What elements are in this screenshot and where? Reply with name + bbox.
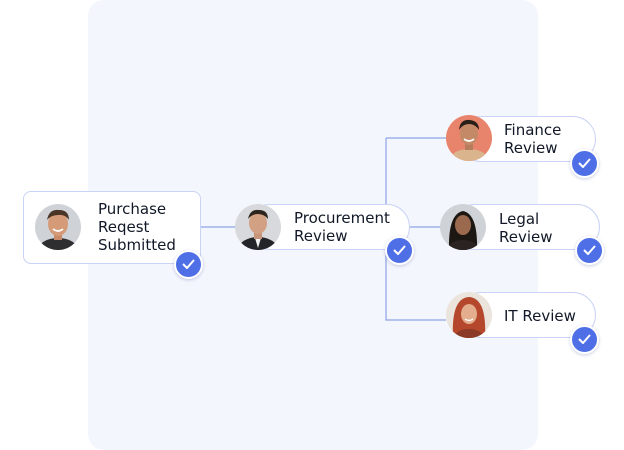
it-check-icon (570, 325, 599, 354)
purchase-requester-avatar (35, 204, 81, 250)
legal-review-label: Legal Review (499, 210, 553, 246)
purchase-request-label: Purchase Reqest Submitted (98, 200, 176, 254)
purchase-label-line-1: Purchase (98, 200, 167, 218)
procurement-label-line-1: Procurement (294, 209, 390, 227)
it-review-label: IT Review (504, 307, 576, 325)
it-label-line-1: IT Review (504, 307, 576, 325)
legal-label-line-2: Review (499, 228, 553, 246)
finance-review-label: Finance Review (504, 121, 561, 157)
connector-procurement-branch (385, 137, 446, 321)
finance-label-line-2: Review (504, 139, 558, 157)
purchase-request-node[interactable] (23, 191, 201, 264)
legal-check-icon (575, 236, 604, 265)
finance-reviewer-avatar (446, 115, 492, 161)
purchase-check-icon (174, 250, 203, 279)
finance-label-line-1: Finance (504, 121, 562, 139)
purchase-label-line-2: Reqest (98, 218, 150, 236)
purchase-label-line-3: Submitted (98, 236, 176, 254)
procurement-review-label: Procurement Review (294, 209, 390, 245)
finance-check-icon (570, 149, 599, 178)
it-reviewer-avatar (446, 292, 492, 338)
procurement-label-line-2: Review (294, 227, 348, 245)
procurement-reviewer-avatar (235, 204, 281, 250)
procurement-check-icon (385, 236, 414, 265)
legal-label-line-1: Legal (499, 210, 540, 228)
legal-reviewer-avatar (440, 204, 486, 250)
